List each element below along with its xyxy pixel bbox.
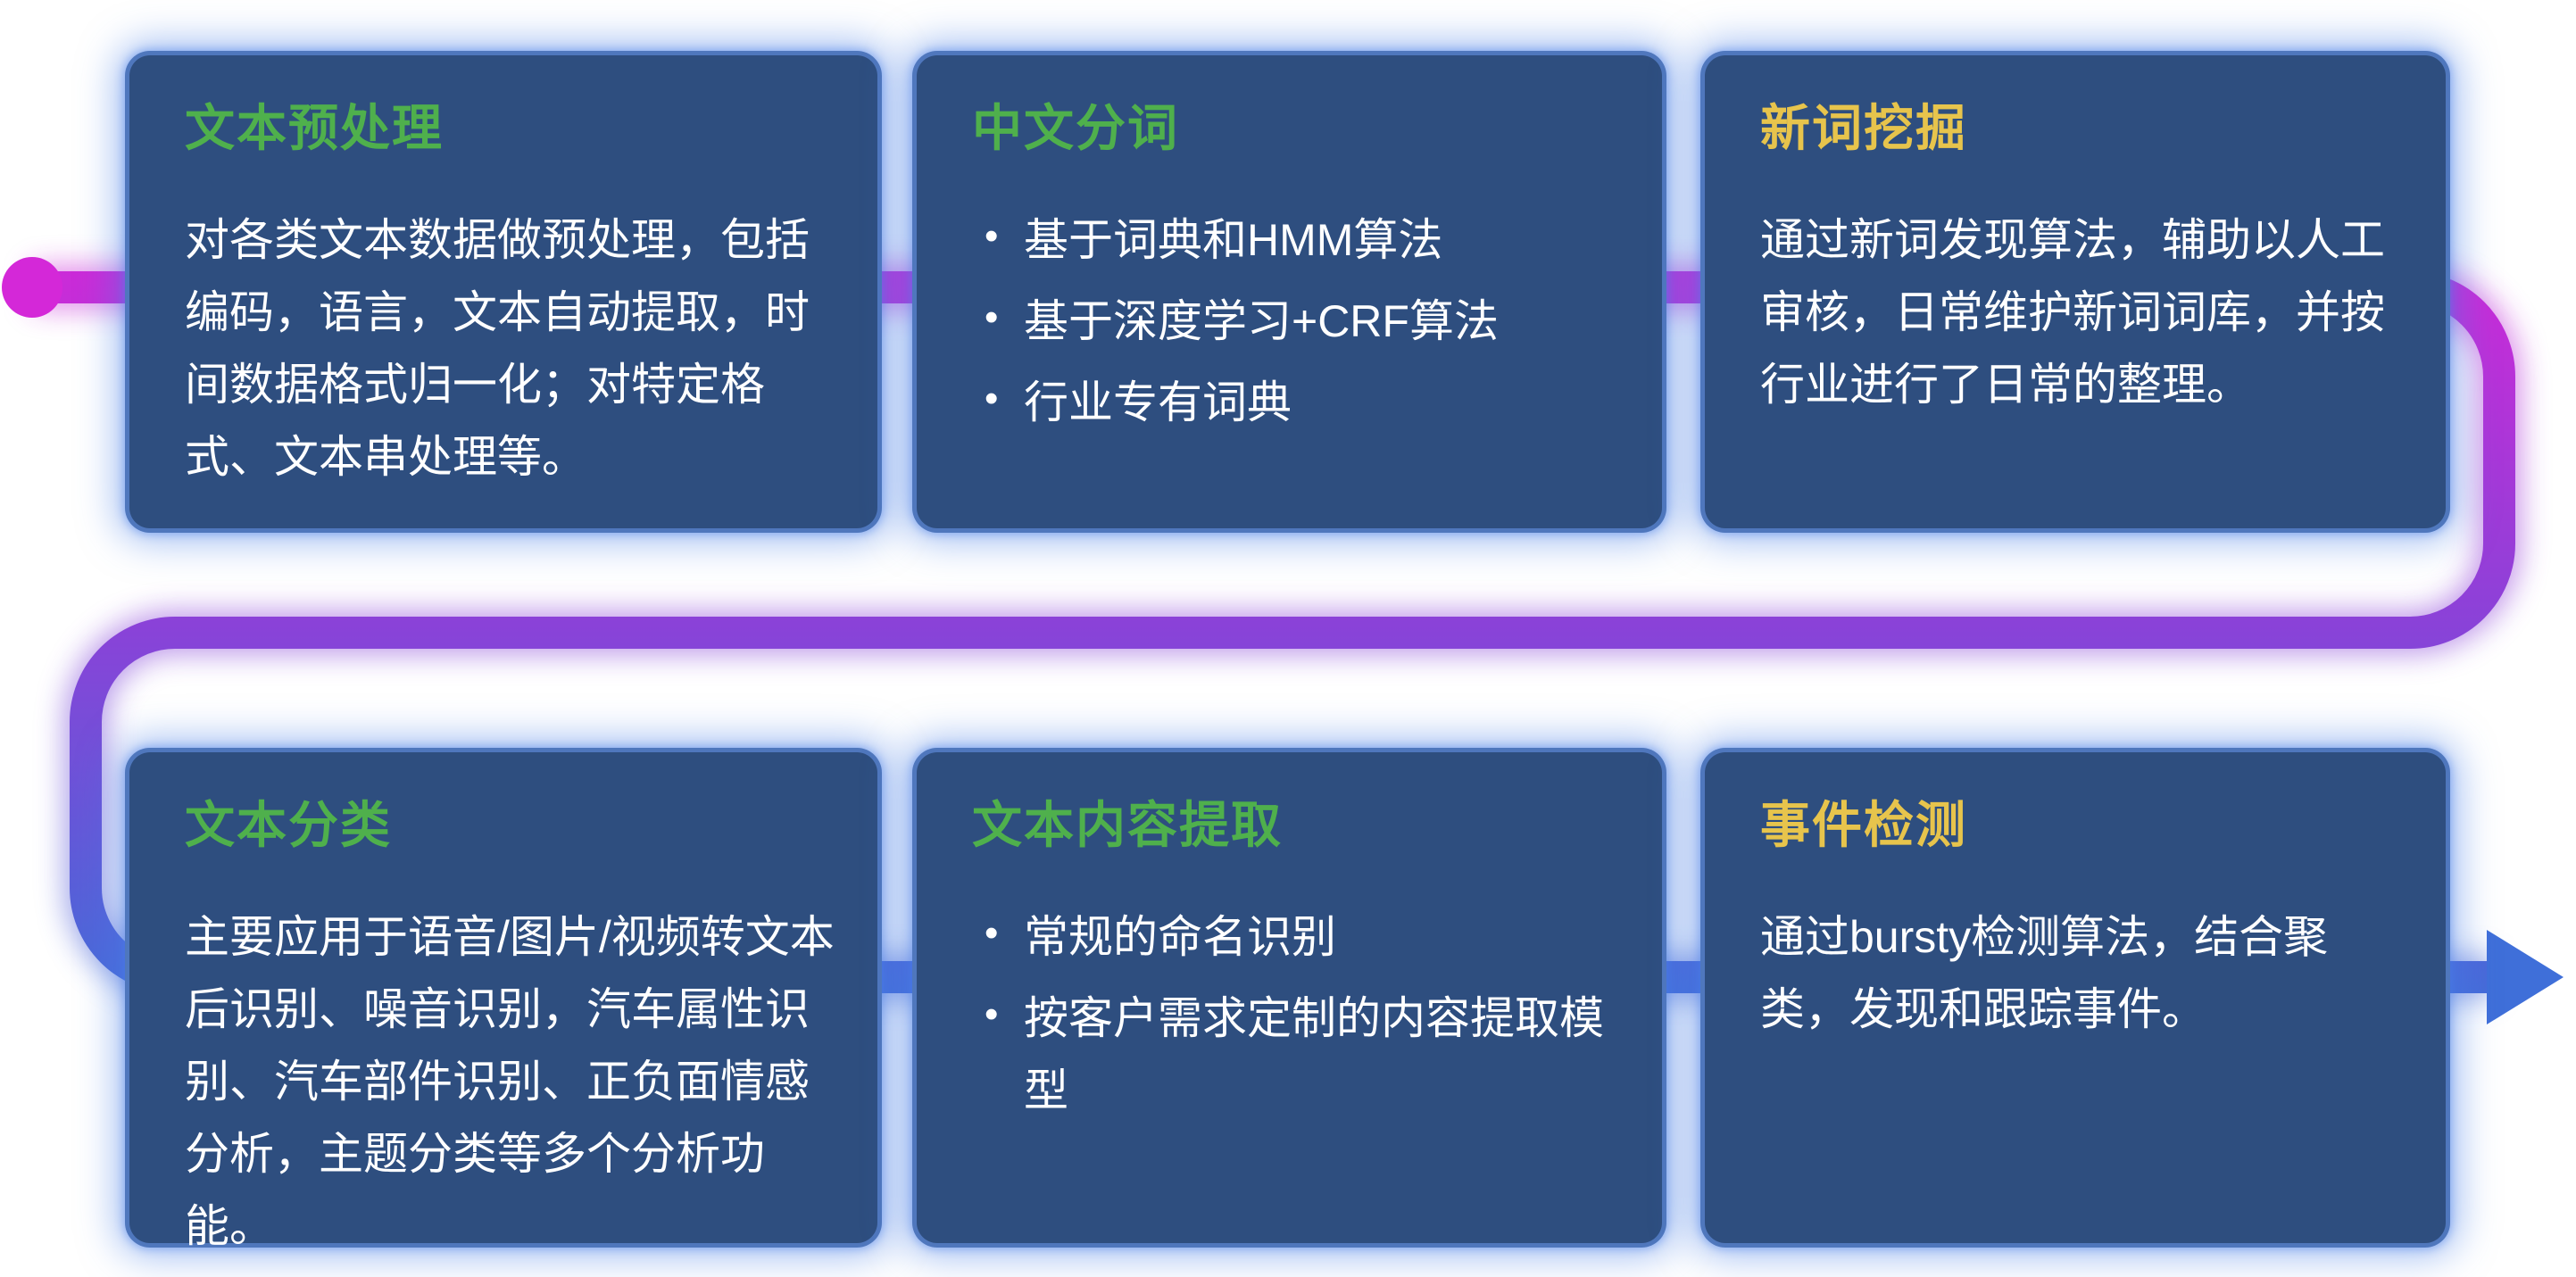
card-body-new-word-mining: 通过新词发现算法，辅助以人工审核，日常维护新词词库，并按行业进行了日常的整理。: [1760, 215, 2385, 410]
pipeline-start-dot: [2, 257, 62, 318]
card-body-text-preprocessing: 对各类文本数据做预处理，包括编码，语言，文本自动提取，时间数据格式归一化；对特定…: [185, 215, 810, 483]
card-body-text-classification: 主要应用于语音/图片/视频转文本后识别、噪音识别，汽车属性识别、汽车部件识别、正…: [185, 912, 835, 1252]
bullet-item: 按客户需求定制的内容提取模型: [972, 983, 1633, 1127]
card-text-classification: 文本分类 主要应用于语音/图片/视频转文本后识别、噪音识别，汽车属性识别、汽车部…: [125, 748, 882, 1251]
bullet-list-chinese-word-segmentation: 基于词典和HMM算法 基于深度学习+CRF算法 行业专有词典: [972, 204, 1633, 439]
card-chinese-word-segmentation: 中文分词 基于词典和HMM算法 基于深度学习+CRF算法 行业专有词典: [912, 51, 1666, 533]
bullet-list-text-content-extraction: 常规的命名识别 按客户需求定制的内容提取模型: [972, 901, 1633, 1127]
bullet-item: 基于深度学习+CRF算法: [972, 286, 1633, 358]
card-title-text-classification: 文本分类: [185, 797, 392, 853]
card-title-text-preprocessing: 文本预处理: [185, 100, 444, 156]
card-body-event-detection: 通过bursty检测算法，结合聚类，发现和跟踪事件。: [1760, 912, 2329, 1035]
bullet-item: 基于词典和HMM算法: [972, 204, 1633, 277]
card-title-event-detection: 事件检测: [1760, 797, 1967, 853]
bullet-item: 行业专有词典: [972, 367, 1633, 439]
card-new-word-mining: 新词挖掘 通过新词发现算法，辅助以人工审核，日常维护新词词库，并按行业进行了日常…: [1700, 51, 2450, 533]
card-title-text-content-extraction: 文本内容提取: [972, 797, 1283, 853]
pipeline-path: [32, 271, 2515, 993]
pipeline-end-arrow-icon: [2487, 930, 2564, 1024]
card-text-content-extraction: 文本内容提取 常规的命名识别 按客户需求定制的内容提取模型: [912, 748, 1666, 1248]
card-text-preprocessing: 文本预处理 对各类文本数据做预处理，包括编码，语言，文本自动提取，时间数据格式归…: [125, 51, 882, 533]
card-event-detection: 事件检测 通过bursty检测算法，结合聚类，发现和跟踪事件。: [1700, 748, 2450, 1248]
card-title-new-word-mining: 新词挖掘: [1760, 100, 1967, 156]
card-title-chinese-word-segmentation: 中文分词: [972, 100, 1179, 156]
bullet-item: 常规的命名识别: [972, 901, 1633, 974]
